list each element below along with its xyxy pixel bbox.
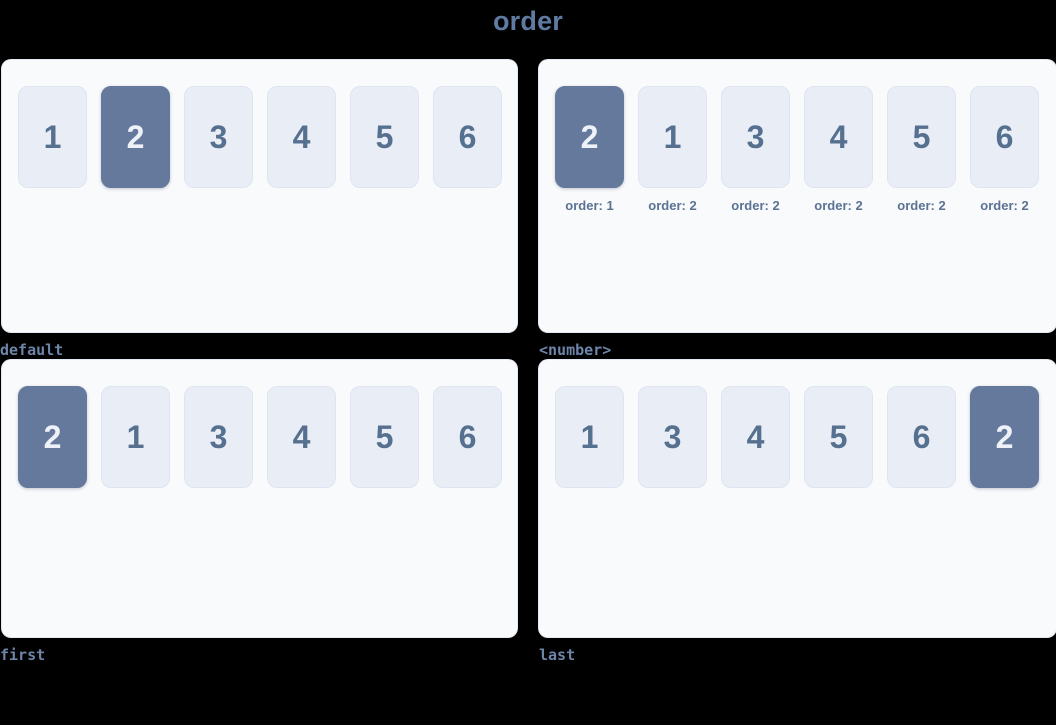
- order-item[interactable]: 4: [804, 86, 873, 188]
- order-item-highlighted[interactable]: 2: [101, 86, 170, 188]
- order-value-label: order: 1: [565, 198, 614, 213]
- order-item[interactable]: 6: [433, 386, 502, 488]
- order-item[interactable]: 1: [638, 86, 707, 188]
- item-list-number: 2 order: 1 1 order: 2 3 order: 2 4 order…: [555, 86, 1056, 214]
- order-item[interactable]: 6: [433, 86, 502, 188]
- list-item: 3 order: 2: [721, 86, 790, 214]
- order-item[interactable]: 4: [267, 386, 336, 488]
- list-item: 4: [721, 386, 790, 488]
- list-item: 2 order: 1: [555, 86, 624, 214]
- panel-cell-default: 1 2 3 4 5 6: [0, 60, 539, 360]
- order-value-label: order: 2: [897, 198, 946, 213]
- list-item: 5 order: 2: [887, 86, 956, 214]
- list-item: 6 order: 2: [970, 86, 1039, 214]
- list-item: 5: [350, 86, 419, 188]
- panel-cell-last: 1 3 4 5 6 2: [539, 360, 1056, 665]
- order-item[interactable]: 1: [101, 386, 170, 488]
- panel-cell-first: 2 1 3 4 5 6: [0, 360, 539, 665]
- order-item[interactable]: 3: [184, 386, 253, 488]
- panel-last: 1 3 4 5 6 2: [539, 360, 1056, 637]
- list-item: 5: [350, 386, 419, 488]
- list-item: 1: [101, 386, 170, 488]
- order-item[interactable]: 5: [350, 86, 419, 188]
- list-item: 4: [267, 86, 336, 188]
- order-item[interactable]: 4: [267, 86, 336, 188]
- order-value-label: order: 2: [648, 198, 697, 213]
- order-item[interactable]: 6: [970, 86, 1039, 188]
- panel-label-default: default: [0, 341, 64, 359]
- list-item: 2: [101, 86, 170, 188]
- list-item: 4 order: 2: [804, 86, 873, 214]
- order-value-label: order: 2: [731, 198, 780, 213]
- order-item[interactable]: 4: [721, 386, 790, 488]
- list-item: 1: [18, 86, 87, 188]
- list-item: 2: [970, 386, 1039, 488]
- order-item[interactable]: 5: [887, 86, 956, 188]
- order-item-highlighted[interactable]: 2: [555, 86, 624, 188]
- panel-row-top: 1 2 3 4 5 6: [0, 60, 1056, 360]
- panel-first: 2 1 3 4 5 6: [2, 360, 517, 637]
- list-item: 3: [184, 386, 253, 488]
- list-item: 2: [18, 386, 87, 488]
- page-title: order: [492, 6, 564, 36]
- list-item: 1 order: 2: [638, 86, 707, 214]
- list-item: 4: [267, 386, 336, 488]
- order-item[interactable]: 1: [555, 386, 624, 488]
- order-item[interactable]: 1: [18, 86, 87, 188]
- order-item[interactable]: 5: [350, 386, 419, 488]
- order-item-highlighted[interactable]: 2: [970, 386, 1039, 488]
- panel-default: 1 2 3 4 5 6: [2, 60, 517, 332]
- order-value-label: order: 2: [980, 198, 1029, 213]
- item-list-first: 2 1 3 4 5 6: [18, 386, 517, 488]
- list-item: 6: [887, 386, 956, 488]
- order-item-highlighted[interactable]: 2: [18, 386, 87, 488]
- list-item: 3: [184, 86, 253, 188]
- panel-cell-number: 2 order: 1 1 order: 2 3 order: 2 4 order…: [539, 60, 1056, 360]
- list-item: 5: [804, 386, 873, 488]
- panel-label-first: first: [0, 646, 46, 664]
- list-item: 6: [433, 86, 502, 188]
- panel-row-bottom: 2 1 3 4 5 6: [0, 360, 1056, 665]
- item-list-last: 1 3 4 5 6 2: [555, 386, 1056, 488]
- order-item[interactable]: 6: [887, 386, 956, 488]
- order-item[interactable]: 3: [721, 86, 790, 188]
- order-item[interactable]: 5: [804, 386, 873, 488]
- order-item[interactable]: 3: [184, 86, 253, 188]
- order-item[interactable]: 3: [638, 386, 707, 488]
- panel-label-last: last: [539, 646, 576, 664]
- panel-grid: 1 2 3 4 5 6: [0, 60, 1056, 665]
- list-item: 6: [433, 386, 502, 488]
- item-list-default: 1 2 3 4 5 6: [18, 86, 517, 188]
- list-item: 1: [555, 386, 624, 488]
- list-item: 3: [638, 386, 707, 488]
- panel-number: 2 order: 1 1 order: 2 3 order: 2 4 order…: [539, 60, 1056, 332]
- panel-label-number: <number>: [539, 341, 612, 359]
- order-value-label: order: 2: [814, 198, 863, 213]
